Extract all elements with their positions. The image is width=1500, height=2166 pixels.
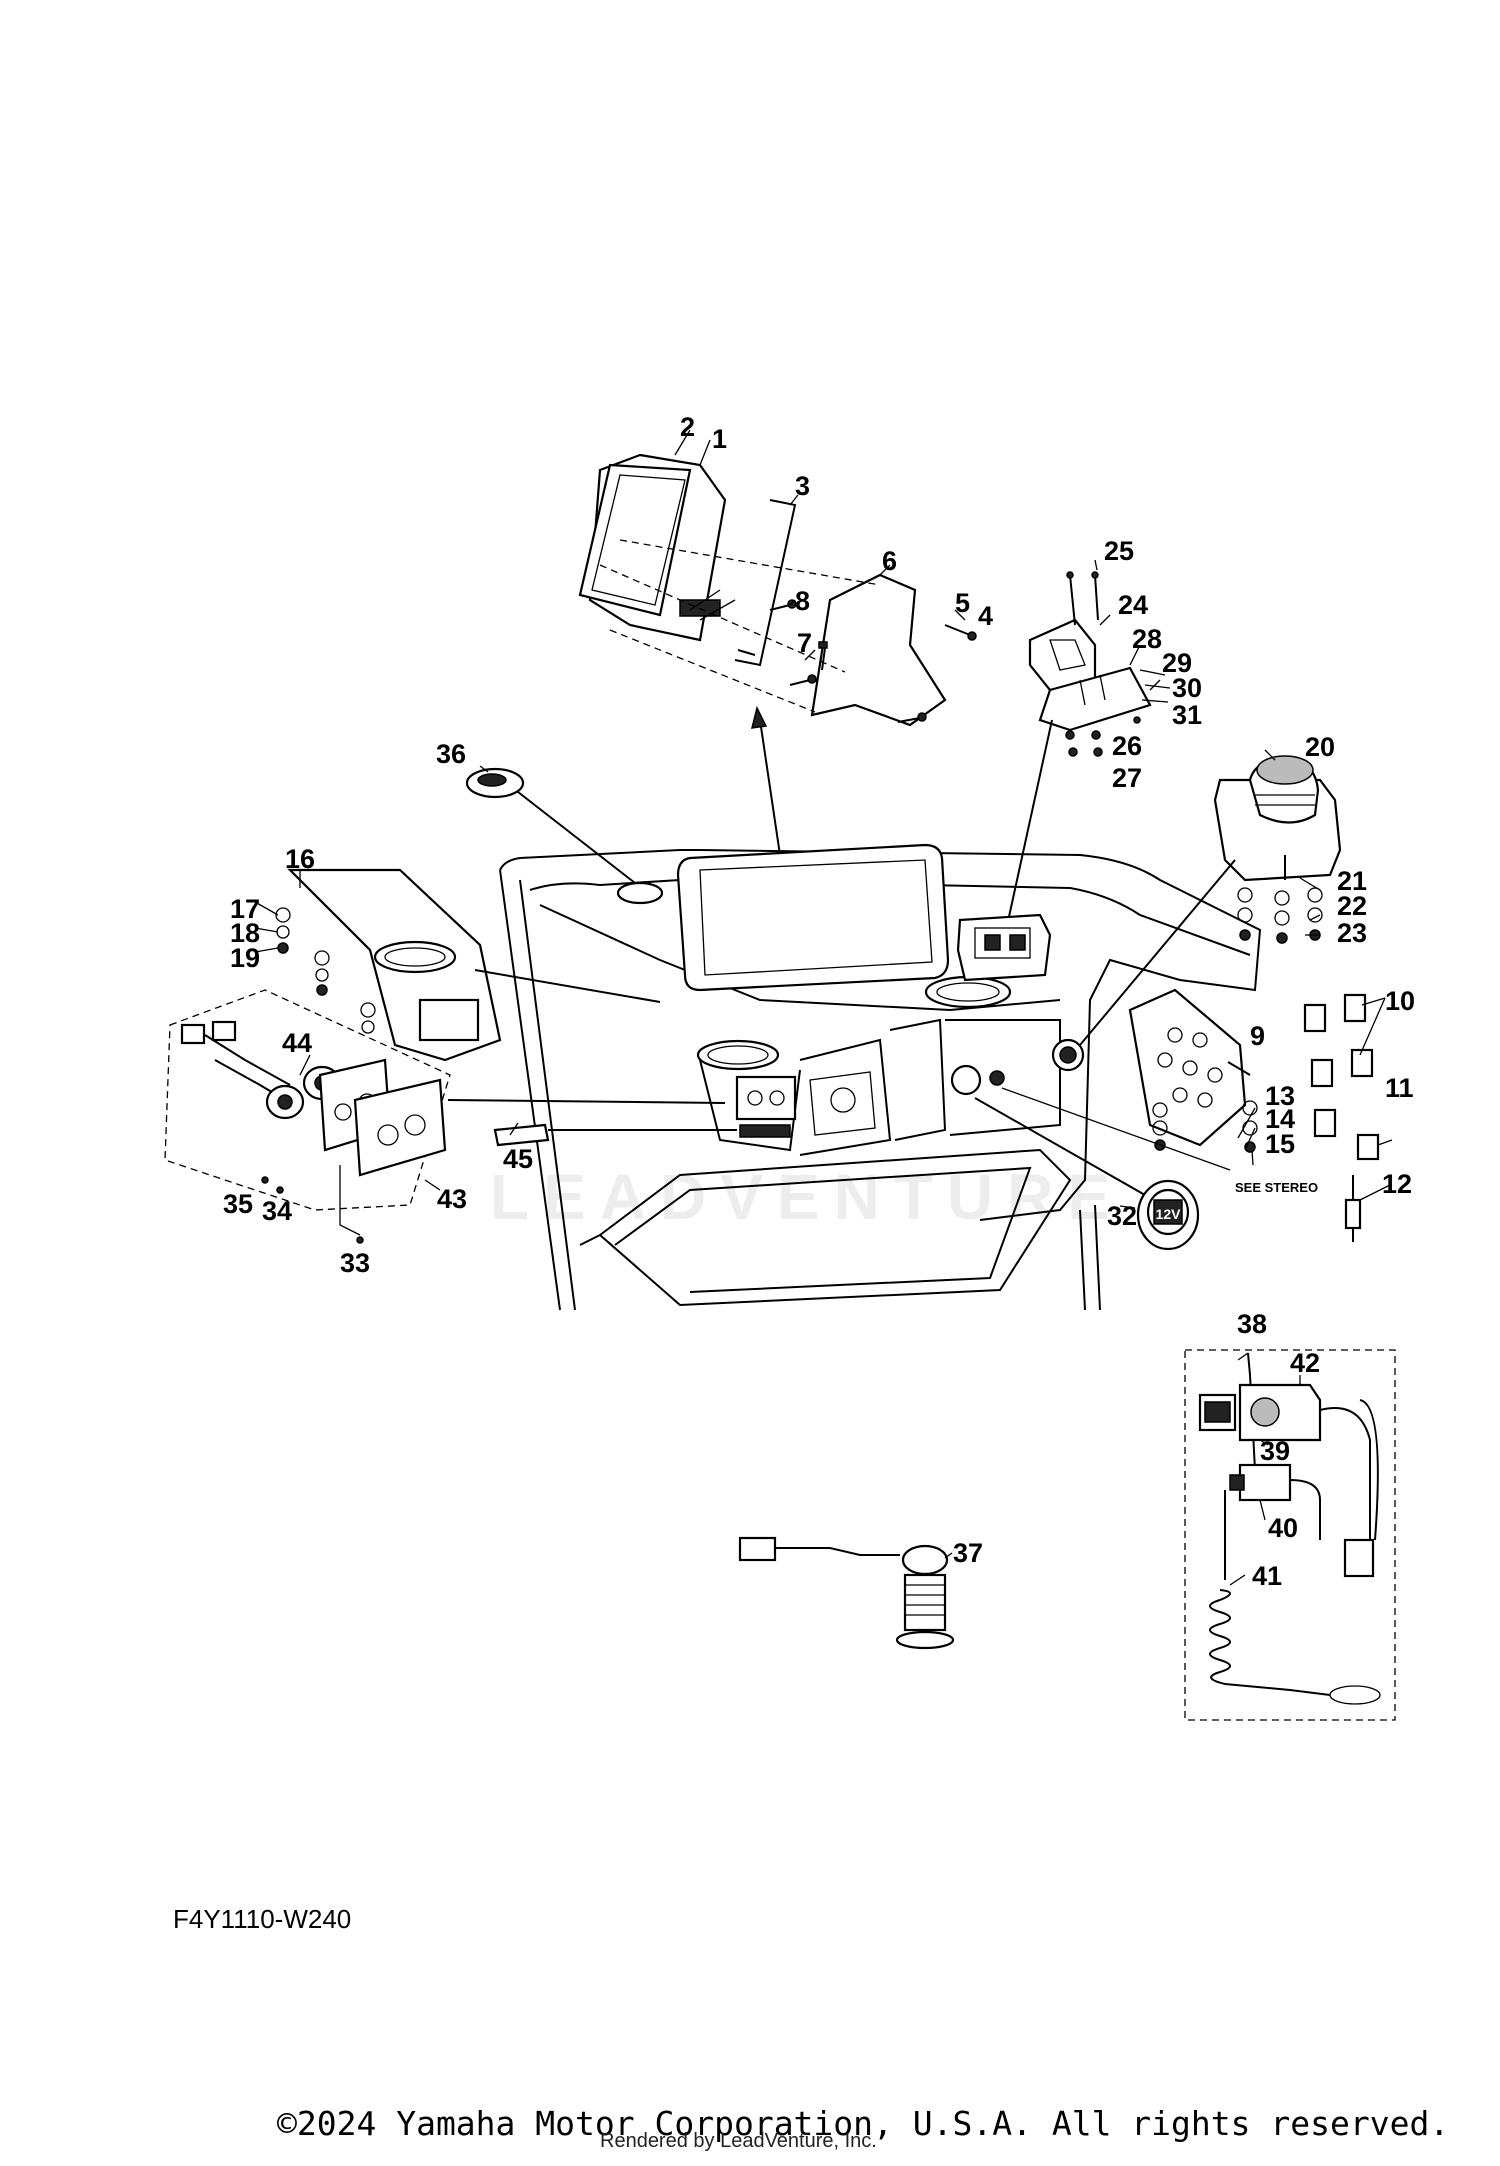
callout-42: 42: [1290, 1348, 1320, 1378]
callout-45: 45: [503, 1144, 533, 1174]
callout-20: 20: [1305, 732, 1335, 762]
part-37-sensor: [738, 1536, 955, 1650]
switch-bracket-assembly: [1004, 571, 1171, 936]
console-assembly: [499, 849, 1262, 1311]
display-mount: [599, 539, 947, 727]
callout-13: 13: [1265, 1081, 1295, 1111]
see-stereo-note: SEE STEREO: [1235, 1180, 1318, 1195]
joystick-assembly: [1051, 755, 1342, 1072]
12v-outlet: 12V: [974, 1097, 1200, 1251]
callout-34: 34: [262, 1196, 292, 1226]
callout-15: 15: [1265, 1129, 1295, 1159]
callout-numbers: 1 2 3 4 5 6 7 8 9 10 11 12 13 14 15 16 1…: [223, 412, 1415, 1591]
callout-9: 9: [1250, 1021, 1265, 1051]
callout-7: 7: [797, 628, 812, 658]
leadventure-watermark: LEADVENTURE: [490, 1161, 1125, 1233]
callout-21: 21: [1337, 866, 1367, 896]
callout-30: 30: [1172, 673, 1202, 703]
callout-35: 35: [223, 1189, 253, 1219]
svg-text:12V: 12V: [1156, 1206, 1182, 1222]
callout-37: 37: [953, 1538, 983, 1568]
diagram-code: F4Y1110-W240: [173, 1904, 352, 1934]
callout-39: 39: [1260, 1436, 1290, 1466]
usb-panel-assembly: [164, 989, 737, 1244]
callout-11: 11: [1385, 1073, 1414, 1103]
display-bracket: [734, 499, 797, 667]
part-36-button: [465, 767, 664, 905]
callout-33: 33: [340, 1248, 370, 1278]
callout-41: 41: [1252, 1561, 1282, 1591]
callout-8: 8: [795, 586, 810, 616]
callout-40: 40: [1268, 1513, 1298, 1543]
callout-18: 18: [230, 918, 260, 948]
callout-14: 14: [1265, 1104, 1295, 1134]
multifunction-display: [578, 453, 736, 642]
callout-3: 3: [795, 471, 810, 501]
callout-26: 26: [1112, 731, 1142, 761]
callout-22: 22: [1337, 891, 1367, 921]
callout-27: 27: [1112, 763, 1142, 793]
callout-1: 1: [712, 424, 727, 454]
switch-plate-assembly: [1001, 988, 1386, 1242]
callout-29: 29: [1162, 648, 1192, 678]
rendered-by-credit: Rendered by LeadVenture, Inc.: [600, 2130, 877, 2152]
callout-4: 4: [978, 601, 993, 631]
callout-10: 10: [1385, 986, 1415, 1016]
callout-44: 44: [282, 1028, 312, 1058]
part-38-kill-switch: [1184, 1349, 1396, 1721]
callout-5: 5: [955, 588, 970, 618]
callout-25: 25: [1104, 536, 1134, 566]
stereo-module: [956, 913, 1052, 982]
leader-lines: [254, 429, 1393, 1586]
callout-6: 6: [882, 546, 897, 576]
callout-32: 32: [1107, 1201, 1137, 1231]
console-screen: [676, 843, 950, 992]
callout-43: 43: [437, 1184, 467, 1214]
callout-19: 19: [230, 943, 260, 973]
callout-2: 2: [680, 412, 695, 442]
callout-12: 12: [1382, 1169, 1412, 1199]
callout-36: 36: [436, 739, 466, 769]
callout-16: 16: [285, 844, 315, 874]
callout-28: 28: [1132, 624, 1162, 654]
callout-17: 17: [230, 894, 260, 924]
callout-23: 23: [1337, 918, 1367, 948]
callout-31: 31: [1172, 700, 1202, 730]
copyright-notice: ©2024 Yamaha Motor Corporation, U.S.A. A…: [277, 2104, 1450, 2143]
callout-24: 24: [1118, 590, 1148, 620]
screws-top: [737, 599, 977, 723]
side-cover-assembly: [275, 868, 661, 1062]
display-arrow: [751, 705, 781, 856]
callout-38: 38: [1237, 1309, 1267, 1339]
